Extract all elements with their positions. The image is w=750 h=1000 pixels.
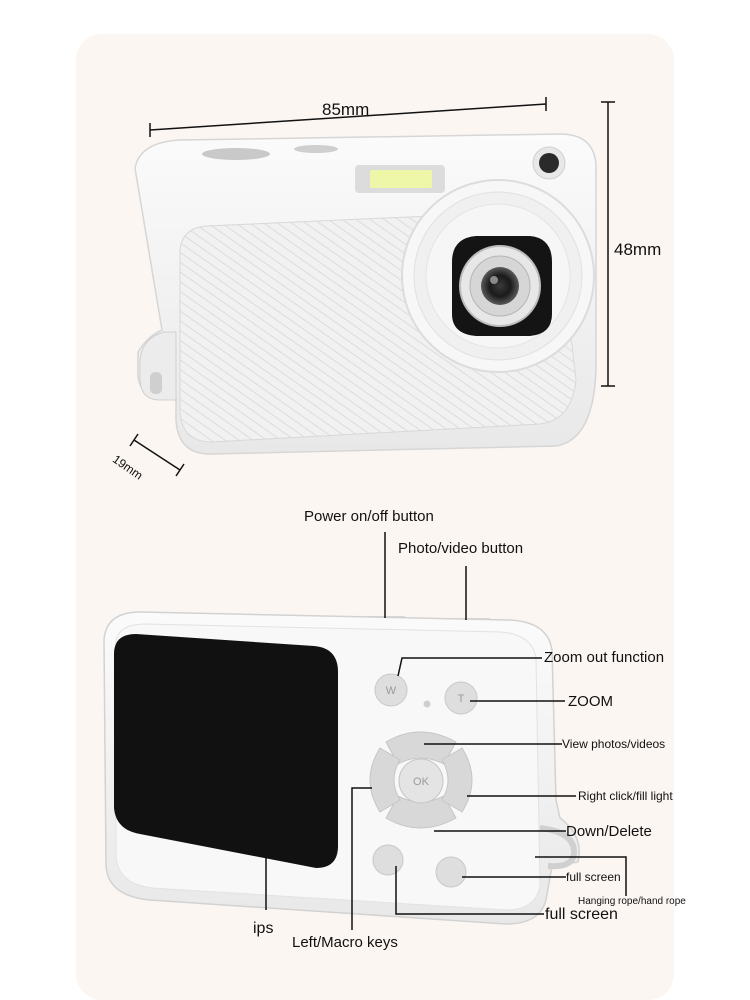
fullscreen-callout-2: full screen xyxy=(545,906,618,923)
front-view-camera xyxy=(134,133,597,455)
indicator-light-icon xyxy=(423,700,431,708)
ips-callout: ips xyxy=(253,920,274,937)
dpad-left-button[interactable] xyxy=(369,747,401,813)
height-label: 48mm xyxy=(614,240,662,259)
ok-glyph: OK xyxy=(413,776,430,788)
dpad-up-button[interactable] xyxy=(385,731,457,765)
ips-screen xyxy=(114,634,338,868)
camera-lens-icon xyxy=(481,267,519,305)
front-sensor-icon xyxy=(539,153,559,173)
strap-hole-icon xyxy=(150,372,162,394)
left-callout: Left/Macro keys xyxy=(292,934,398,951)
flash-icon xyxy=(370,170,432,188)
rope-callout: Hanging rope/hand rope xyxy=(578,896,686,907)
dimension-lines xyxy=(129,97,615,477)
dpad-right-button[interactable] xyxy=(441,747,473,813)
zoom-callout: ZOOM xyxy=(568,693,613,710)
photo-video-callout: Photo/video button xyxy=(398,540,524,557)
view-callout: View photos/videos xyxy=(562,737,666,751)
power-callout: Power on/off button xyxy=(304,508,434,525)
fullscreen-callout-1: full screen xyxy=(566,870,621,884)
zoom-out-callout: Zoom out function xyxy=(544,649,665,666)
zoom-out-button[interactable] xyxy=(374,673,408,707)
mode-button[interactable] xyxy=(372,844,404,876)
shutter-top-button xyxy=(202,148,270,160)
down-callout: Down/Delete xyxy=(566,823,652,840)
t-glyph: T xyxy=(458,693,465,705)
zoom-in-button[interactable] xyxy=(444,681,478,715)
callout-lines xyxy=(265,532,627,930)
width-label: 85mm xyxy=(322,100,370,119)
right-callout: Right click/fill light xyxy=(578,789,673,803)
w-glyph: W xyxy=(386,685,397,697)
dpad-down-button[interactable] xyxy=(385,795,457,829)
ok-button[interactable] xyxy=(398,758,444,804)
fullscreen-button[interactable] xyxy=(435,856,467,888)
